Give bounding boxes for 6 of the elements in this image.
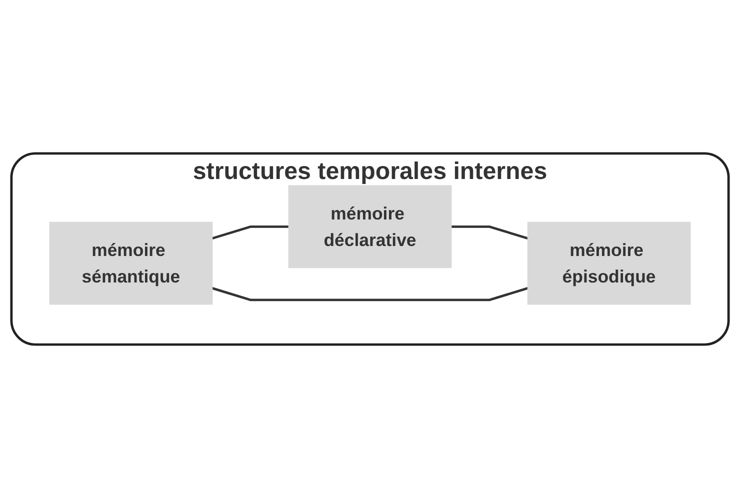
connector bbox=[451, 225, 528, 240]
connector bbox=[212, 225, 289, 240]
node-box: mémoire déclarative bbox=[288, 185, 452, 268]
node-box: mémoire sémantique bbox=[49, 222, 213, 305]
node-box: mémoire épisodique bbox=[527, 222, 691, 305]
connector bbox=[212, 287, 528, 302]
